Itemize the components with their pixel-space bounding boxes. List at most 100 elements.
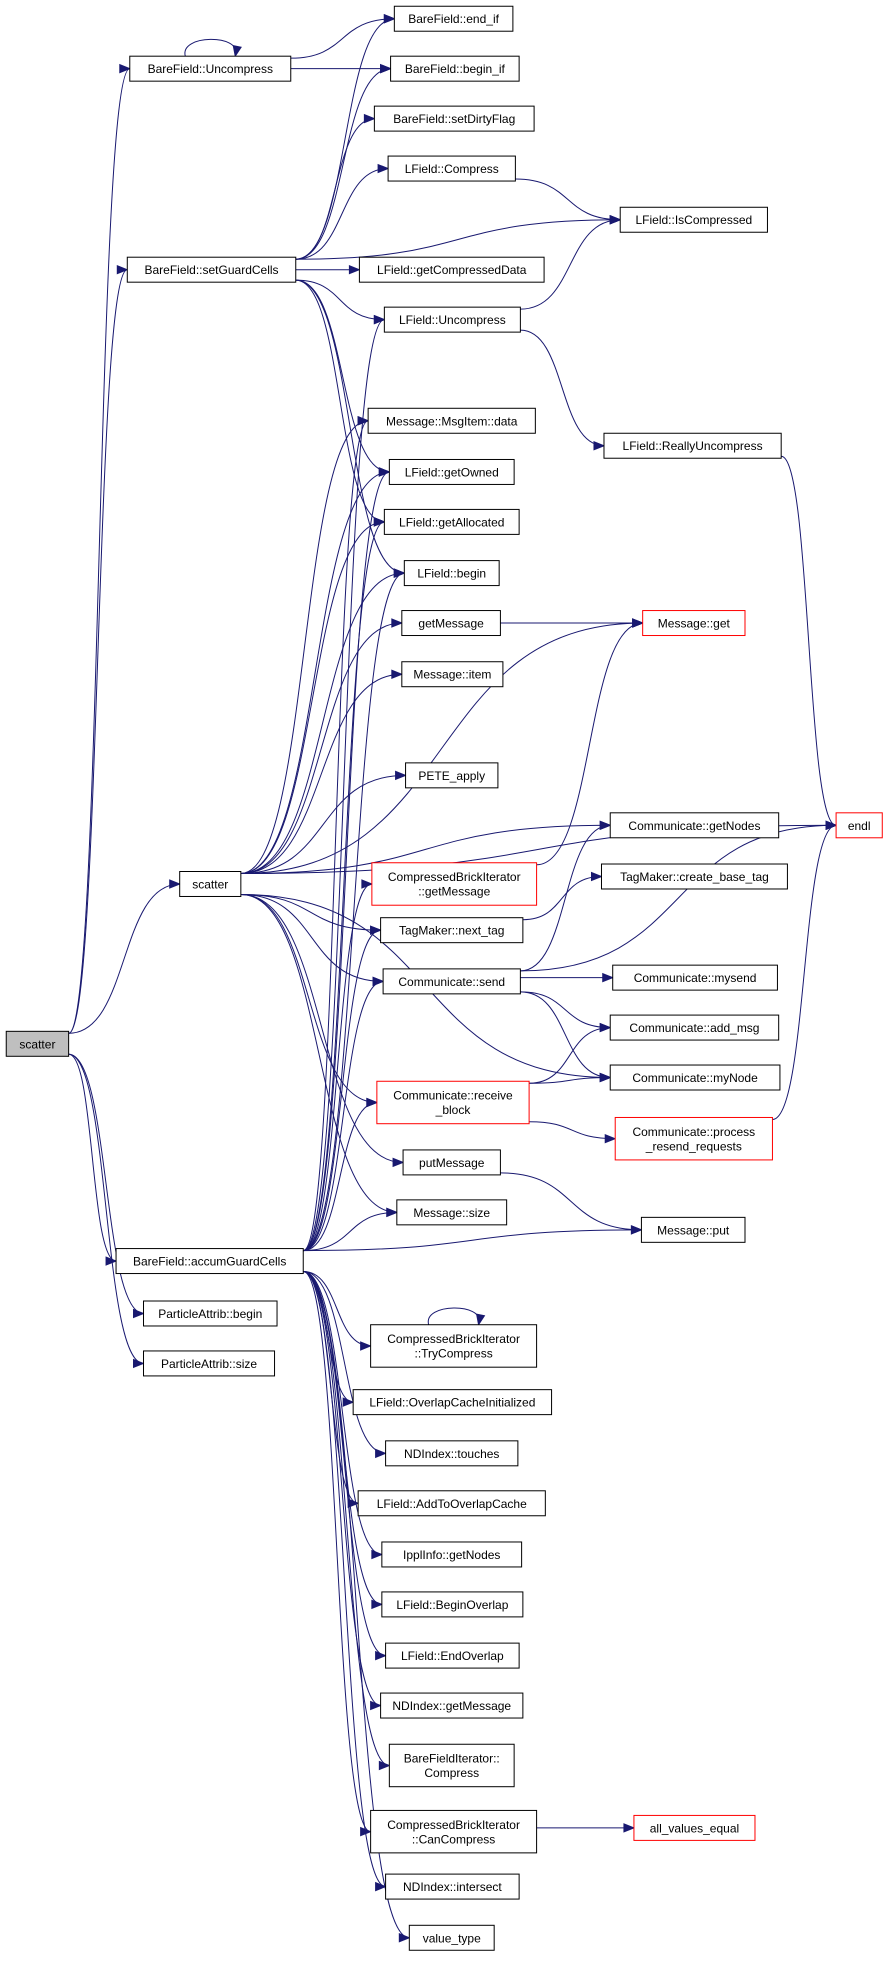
node-bf-beginif[interactable]: BareField::begin_if	[390, 55, 520, 82]
node-lf-compress[interactable]: LField::Compress	[387, 155, 516, 182]
node-root[interactable]: scatter	[5, 1030, 70, 1057]
edge-line	[295, 168, 389, 260]
edge-root-to-scatter2	[68, 883, 180, 1034]
node-label: Communicate::mysend	[634, 971, 757, 985]
edge-root-to-pa_begin	[68, 1053, 144, 1314]
node-label: ::TryCompress	[414, 1347, 492, 1361]
node-comm-receiveblock[interactable]: Communicate::receive_block	[376, 1080, 530, 1125]
edge-line	[781, 455, 837, 826]
node-box	[376, 1080, 530, 1125]
edge-scatter2-to-putmessage	[240, 893, 404, 1163]
node-lf-reallyuncompress[interactable]: LField::ReallyUncompress	[603, 432, 782, 459]
node-label: Communicate::send	[398, 975, 505, 989]
node-msg-put[interactable]: Message::put	[640, 1216, 746, 1243]
node-lf-getowned[interactable]: LField::getOwned	[388, 458, 515, 485]
node-tm-nexttag[interactable]: TagMaker::next_tag	[380, 917, 524, 944]
edge-line	[240, 893, 404, 1163]
node-box	[600, 863, 788, 890]
node-endl[interactable]: endl	[835, 812, 883, 839]
node-comm-addmsg[interactable]: Communicate::add_msg	[609, 1014, 780, 1041]
node-box	[179, 871, 242, 897]
edge-line	[303, 1271, 386, 1454]
node-cbi-trycompress[interactable]: CompressedBrickIterator::TryCompress	[370, 1324, 538, 1368]
edge-comm_receiveblock-to-comm_addmsg	[529, 1027, 611, 1084]
node-lf-addtooverlap[interactable]: LField::AddToOverlapCache	[357, 1490, 546, 1517]
node-putmessage[interactable]: putMessage	[402, 1149, 501, 1176]
node-label: Message::item	[413, 668, 491, 682]
node-bf-endif[interactable]: BareField::end_if	[393, 5, 514, 32]
node-comm-send[interactable]: Communicate::send	[382, 968, 521, 995]
node-box	[126, 256, 297, 283]
edge-cbi_getmessage-to-msg_get	[536, 622, 643, 866]
node-box	[385, 1873, 520, 1900]
arrowhead	[599, 820, 612, 831]
node-lf-overlapcacheinit[interactable]: LField::OverlapCacheInitialized	[352, 1389, 553, 1416]
node-cbi-cancompress[interactable]: CompressedBrickIterator::CanCompress	[370, 1809, 538, 1854]
node-lf-endoverlap[interactable]: LField::EndOverlap	[385, 1642, 520, 1669]
node-box	[357, 1490, 546, 1517]
call-nodes: scatter BareField::UncompressBareField::s…	[5, 5, 883, 1951]
edge-bf_setguard-to-lf_compress	[295, 168, 389, 260]
node-bf-setdirty[interactable]: BareField::setDirtyFlag	[373, 105, 535, 132]
node-pa-begin[interactable]: ParticleAttrib::begin	[143, 1300, 278, 1327]
edge-line	[68, 1053, 144, 1314]
node-bf-accum[interactable]: BareField::accumGuardCells	[115, 1248, 304, 1275]
node-box	[642, 610, 746, 637]
arrowhead	[391, 618, 404, 628]
node-msg-item[interactable]: Message::item	[401, 661, 504, 688]
edge-bf_uncompress-to-bf_endif	[290, 18, 395, 59]
node-tm-createbase[interactable]: TagMaker::create_base_tag	[600, 863, 788, 890]
node-comm-getnodes[interactable]: Communicate::getNodes	[609, 812, 780, 839]
edge-line	[68, 269, 128, 1034]
node-label: NDIndex::touches	[404, 1447, 499, 1461]
node-lf-iscompressed[interactable]: LField::IsCompressed	[619, 206, 768, 233]
node-lf-getallocated[interactable]: LField::getAllocated	[383, 508, 520, 535]
edge-line	[529, 1121, 616, 1140]
node-msg-get[interactable]: Message::get	[642, 610, 746, 637]
edge-scatter2-to-msg_item	[240, 673, 402, 875]
node-ndi-getmessage[interactable]: NDIndex::getMessage	[380, 1692, 524, 1719]
edge-line	[520, 824, 611, 972]
node-bfi-compress[interactable]: BareFieldIterator::Compress	[388, 1743, 515, 1788]
edge-line	[529, 1027, 611, 1084]
node-bf-uncompress[interactable]: BareField::Uncompress	[129, 55, 292, 82]
node-comm-mysend[interactable]: Communicate::mysend	[612, 964, 778, 991]
node-cbi-getmessage[interactable]: CompressedBrickIterator::getMessage	[371, 862, 538, 906]
edge-line	[520, 219, 621, 310]
edge-line	[303, 1271, 386, 1888]
node-box	[396, 1199, 508, 1226]
node-lf-beginoverlap[interactable]: LField::BeginOverlap	[381, 1591, 524, 1618]
edge-line	[303, 1229, 642, 1252]
node-lf-uncompress[interactable]: LField::Uncompress	[383, 306, 521, 333]
node-value-type[interactable]: value_type	[408, 1924, 495, 1951]
node-lf-getcompdata[interactable]: LField::getCompressedData	[358, 256, 545, 283]
node-msg-size[interactable]: Message::size	[396, 1199, 508, 1226]
node-bf-setguard[interactable]: BareField::setGuardCells	[126, 256, 297, 283]
node-msg-msgitem-data[interactable]: Message::MsgItem::data	[367, 407, 536, 434]
edge-bf_accum-to-value_type	[303, 1271, 410, 1939]
node-comm-processresend[interactable]: Communicate::process_resend_requests	[614, 1116, 773, 1161]
node-pete-apply[interactable]: PETE_apply	[405, 762, 499, 789]
node-lf-begin[interactable]: LField::begin	[403, 560, 500, 587]
node-ndi-touches[interactable]: NDIndex::touches	[385, 1440, 519, 1467]
arrowhead	[386, 1207, 399, 1218]
node-scatter2[interactable]: scatter	[179, 871, 242, 897]
edge-line	[520, 329, 604, 447]
node-ndi-intersect[interactable]: NDIndex::intersect	[385, 1873, 520, 1900]
edge-bf_accum-to-lf_uncompress	[303, 319, 385, 1252]
edge-line	[303, 1271, 371, 1347]
arrowhead	[133, 1358, 145, 1369]
node-label: all_values_equal	[650, 1821, 739, 1835]
node-getmessage[interactable]: getMessage	[401, 610, 501, 637]
node-pa-size[interactable]: ParticleAttrib::size	[143, 1350, 276, 1377]
node-label: BareField::begin_if	[405, 62, 506, 76]
node-all-values-equal[interactable]: all_values_equal	[633, 1814, 756, 1841]
node-comm-mynode[interactable]: Communicate::myNode	[609, 1064, 781, 1091]
node-label: Communicate::add_msg	[629, 1021, 759, 1035]
edge-line	[303, 1271, 371, 1833]
edge-line	[240, 824, 611, 875]
node-ippl-getnodes[interactable]: IpplInfo::getNodes	[381, 1541, 523, 1568]
edge-comm_send-to-comm_getnodes	[520, 824, 611, 972]
arrowhead	[632, 618, 645, 628]
node-label: LField::getAllocated	[399, 515, 504, 529]
